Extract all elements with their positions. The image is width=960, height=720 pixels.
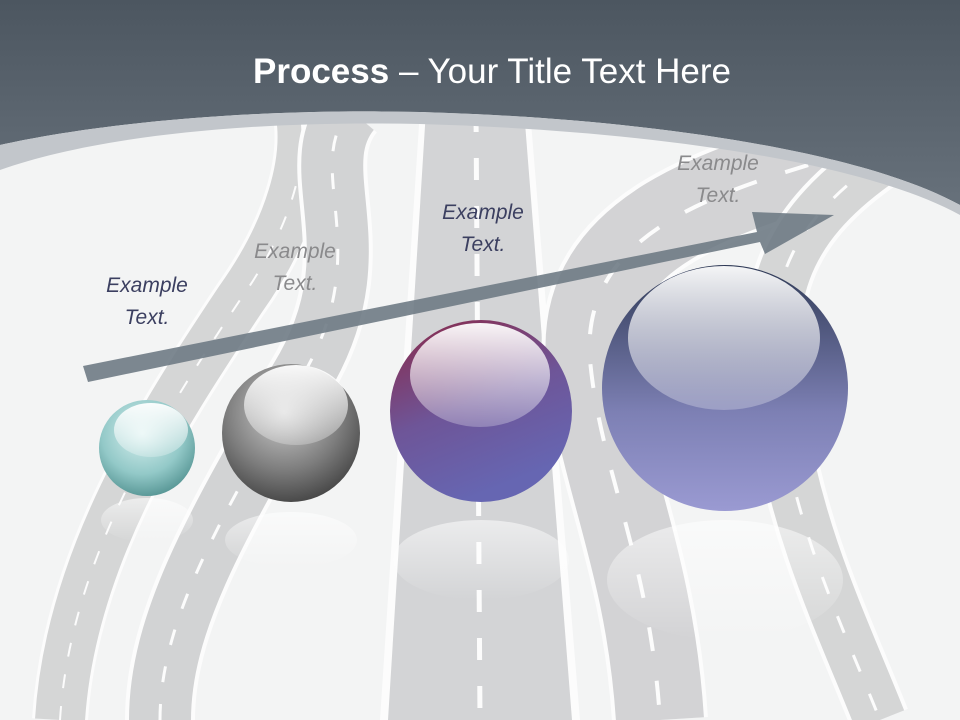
title-rest: – Your Title Text Here — [389, 52, 731, 91]
label-step-3: Example Text. — [442, 201, 524, 256]
label-step-2: Example Text. — [254, 240, 336, 295]
slide-title: Process – Your Title Text Here — [0, 52, 960, 92]
header-band — [0, 0, 960, 215]
title-bold: Process — [253, 52, 390, 91]
sphere-teal — [99, 400, 195, 496]
label-step-1: Example Text. — [106, 274, 188, 329]
sphere-teal-reflection — [101, 498, 193, 542]
sphere-blue-reflection — [607, 520, 843, 640]
trend-arrow — [83, 212, 834, 382]
sphere-blue — [602, 265, 848, 511]
label-step-4: Example Text. — [677, 152, 759, 207]
sphere-gray — [222, 364, 360, 502]
sphere-purple — [390, 320, 572, 502]
sphere-gray-reflection — [225, 512, 357, 568]
sphere-purple-reflection — [393, 520, 569, 600]
